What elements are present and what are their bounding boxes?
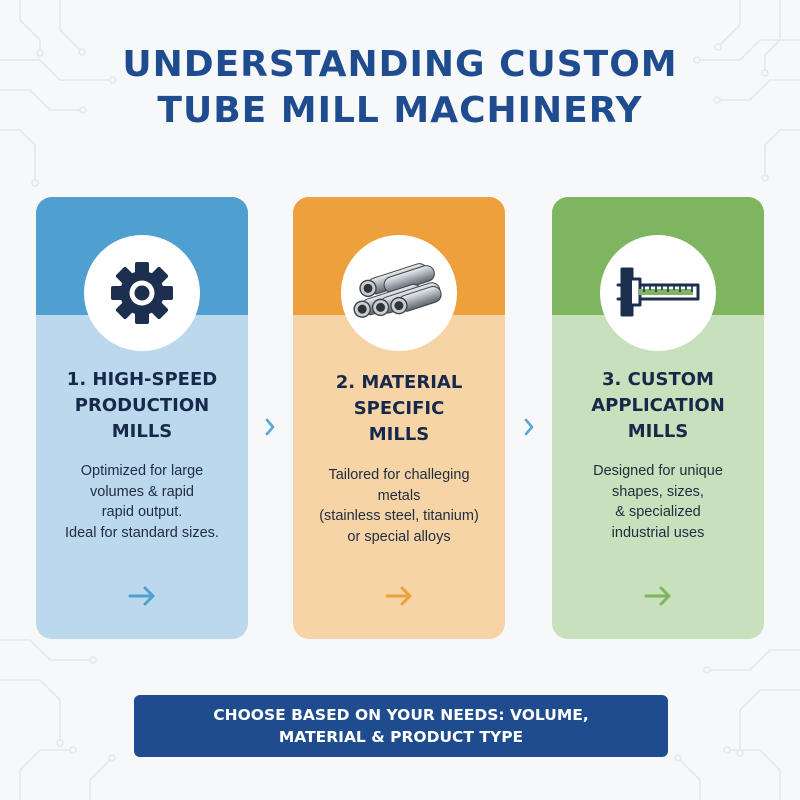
arrow-right-icon[interactable] [383, 585, 415, 607]
chevron-right-icon [265, 418, 275, 436]
card-desc-line: Designed for unique [593, 463, 723, 479]
card-desc-line: volumes & rapid [90, 483, 194, 500]
banner-line-1: CHOOSE BASED ON YOUR NEEDS: VOLUME, [213, 706, 589, 724]
gear-icon [111, 262, 173, 324]
card-title-line: 2. MATERIAL [335, 372, 463, 393]
card-description: Designed for unique shapes, sizes, & spe… [552, 461, 764, 543]
summary-banner: CHOOSE BASED ON YOUR NEEDS: VOLUME, MATE… [134, 695, 668, 757]
card-high-speed: 1. HIGH-SPEED PRODUCTION MILLS Optimized… [36, 197, 248, 639]
chevron-right-icon [524, 418, 534, 436]
card-custom-application: 3. CUSTOM APPLICATION MILLS Designed for… [552, 197, 764, 639]
icon-circle [600, 235, 716, 351]
card-desc-line: shapes, sizes, [612, 483, 704, 500]
card-title-line: MILLS [111, 421, 173, 442]
card-material-specific: 2. MATERIAL SPECIFIC MILLS Tailored for … [293, 197, 505, 639]
card-desc-line: or special alloys [347, 528, 451, 545]
card-desc-line: (stainless steel, titanium) [319, 508, 479, 524]
card-description: Optimized for large volumes & rapid rapi… [36, 461, 248, 543]
title-line-1: UNDERSTANDING CUSTOM [122, 44, 678, 85]
caliper-icon [616, 267, 700, 317]
steel-pipes-icon [353, 263, 442, 318]
card-desc-line: Ideal for standard sizes. [65, 524, 219, 541]
card-title-line: 3. CUSTOM [602, 369, 714, 390]
card-desc-line: Optimized for large [80, 463, 204, 479]
card-desc-line: rapid output. [101, 504, 183, 520]
card-title: 3. CUSTOM APPLICATION MILLS [552, 367, 764, 445]
card-desc-line: metals [377, 487, 421, 504]
card-title-line: MILLS [627, 421, 689, 442]
card-title-line: SPECIFIC [353, 398, 445, 419]
card-title-line: APPLICATION [591, 395, 725, 416]
card-title: 2. MATERIAL SPECIFIC MILLS [293, 370, 505, 448]
icon-circle [84, 235, 200, 351]
title-line-2: TUBE MILL MACHINERY [157, 90, 643, 131]
icon-circle [341, 235, 457, 351]
card-title-line: 1. HIGH-SPEED [66, 369, 218, 390]
card-desc-line: industrial uses [611, 524, 705, 541]
card-title-line: MILLS [368, 424, 430, 445]
card-desc-line: & specialized [615, 504, 701, 520]
arrow-right-icon[interactable] [126, 585, 158, 607]
card-title: 1. HIGH-SPEED PRODUCTION MILLS [36, 367, 248, 445]
arrow-right-icon[interactable] [642, 585, 674, 607]
card-description: Tailored for challeging metals (stainles… [293, 465, 505, 547]
card-desc-line: Tailored for challeging [328, 467, 470, 483]
banner-line-2: MATERIAL & PRODUCT TYPE [278, 728, 524, 746]
card-title-line: PRODUCTION [74, 395, 210, 416]
page-title: UNDERSTANDING CUSTOM TUBE MILL MACHINERY [0, 42, 800, 134]
